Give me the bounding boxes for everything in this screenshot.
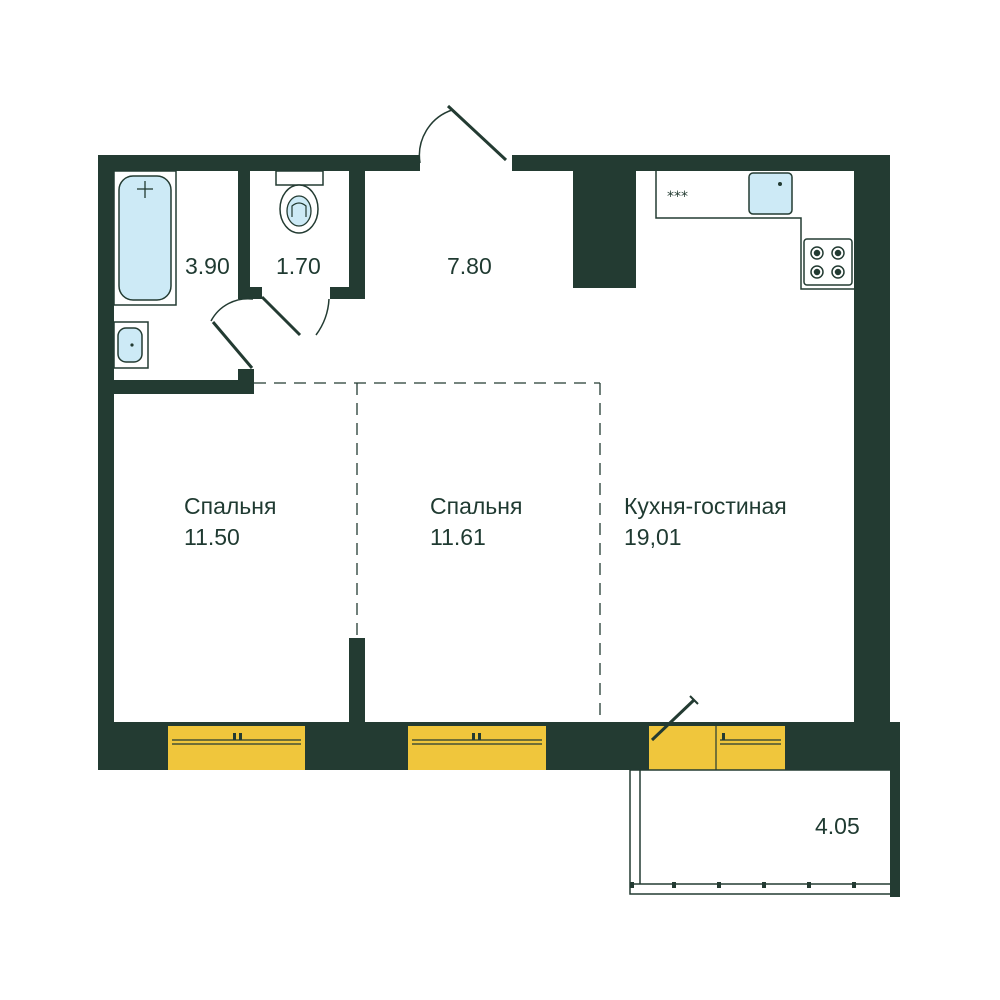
door-icon bbox=[210, 297, 254, 369]
wall-bottom-1 bbox=[98, 722, 168, 770]
walls bbox=[98, 155, 900, 770]
window-icon bbox=[649, 695, 785, 770]
zone-lines bbox=[254, 382, 601, 722]
door-icon bbox=[418, 104, 508, 164]
kitchen-area: 19,01 bbox=[624, 524, 682, 551]
wall-top-left bbox=[98, 155, 420, 171]
wall-bath-stub bbox=[238, 287, 262, 299]
bathtub-icon bbox=[113, 170, 177, 306]
kitchen-name: Кухня-гостиная bbox=[624, 493, 787, 519]
wall-bottom-3 bbox=[546, 722, 649, 770]
wall-left bbox=[98, 155, 114, 770]
wall-bedroom-partition bbox=[349, 638, 365, 726]
wall-right bbox=[854, 155, 890, 737]
wall-top-right bbox=[512, 155, 890, 171]
balcony-rail-marks bbox=[630, 882, 856, 888]
sink-icon bbox=[113, 321, 149, 369]
svg-text:***: *** bbox=[667, 189, 688, 205]
wall-bottom-inner bbox=[114, 722, 868, 726]
bedroom2-label: Спальня 11.61 bbox=[430, 491, 522, 553]
window-icon bbox=[408, 726, 546, 770]
windows bbox=[168, 695, 785, 770]
wall-bath-bottom-stub bbox=[238, 369, 254, 394]
bedroom2-name: Спальня bbox=[430, 493, 523, 519]
stove-icon bbox=[803, 238, 853, 286]
kitchen-label: Кухня-гостиная 19,01 bbox=[624, 491, 787, 553]
wall-wc-right bbox=[349, 171, 365, 299]
bedroom2-area: 11.61 bbox=[430, 524, 486, 551]
counter-icon bbox=[655, 171, 854, 290]
kitchen-sink-icon bbox=[748, 172, 793, 215]
wc-area: 1.70 bbox=[276, 253, 321, 279]
wall-bottom-2 bbox=[305, 722, 408, 770]
door-icon bbox=[260, 295, 330, 337]
counter-marks: *** bbox=[667, 189, 688, 205]
bath-area: 3.90 bbox=[185, 253, 230, 279]
toilet-icon bbox=[275, 170, 324, 234]
wall-bath-right bbox=[238, 171, 250, 299]
kitchen-column bbox=[573, 171, 636, 288]
window-icon bbox=[168, 726, 305, 770]
balcony-area: 4.05 bbox=[815, 813, 860, 839]
hall-area: 7.80 bbox=[447, 253, 492, 279]
wall-bath-bottom bbox=[114, 380, 254, 394]
wall-wc-stub bbox=[330, 287, 365, 299]
bedroom1-label: Спальня 11.50 bbox=[184, 491, 276, 553]
bedroom1-name: Спальня bbox=[184, 493, 277, 519]
bedroom1-area: 11.50 bbox=[184, 524, 240, 551]
